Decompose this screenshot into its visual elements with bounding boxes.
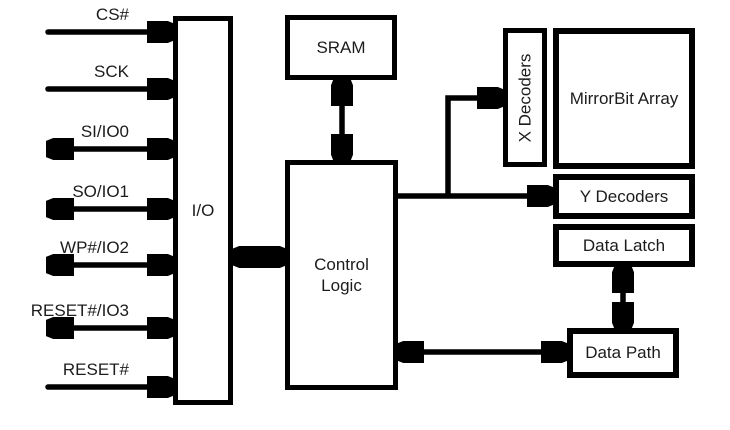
block-sram-label: SRAM	[316, 37, 366, 57]
block-data-path-label: Data Path	[585, 343, 661, 362]
block-mirrorbit-array: MirrorBit Array	[553, 28, 695, 169]
signal-label-so-io1: SO/IO1	[72, 182, 129, 201]
bus-control-xdecoders	[445, 98, 503, 196]
block-data-latch: Data Latch	[553, 224, 695, 267]
block-io-label: I/O	[191, 200, 215, 220]
signal-label-reset-io3: RESET#/IO3	[30, 301, 129, 320]
block-y-decoders: Y Decoders	[553, 174, 695, 219]
signal-label-reset: RESET#	[62, 360, 129, 379]
block-control-logic-label: Control Logic	[314, 255, 369, 295]
signal-label-wp-io2: WP#/IO2	[60, 238, 129, 257]
block-x-decoders-label: X Decoders	[515, 53, 535, 142]
block-mirrorbit-array-label: MirrorBit Array	[569, 88, 679, 108]
block-x-decoders: X Decoders	[503, 28, 547, 167]
block-data-latch-label: Data Latch	[582, 235, 666, 255]
block-data-path: Data Path	[567, 328, 679, 378]
signal-label-cs: CS#	[95, 5, 129, 24]
signal-label-sck: SCK	[94, 62, 129, 81]
signal-label-si-io0: SI/IO0	[80, 122, 129, 141]
block-io: I/O	[173, 16, 233, 405]
block-sram: SRAM	[285, 15, 397, 80]
block-control-logic: Control Logic	[285, 160, 398, 390]
block-y-decoders-label: Y Decoders	[579, 186, 669, 206]
